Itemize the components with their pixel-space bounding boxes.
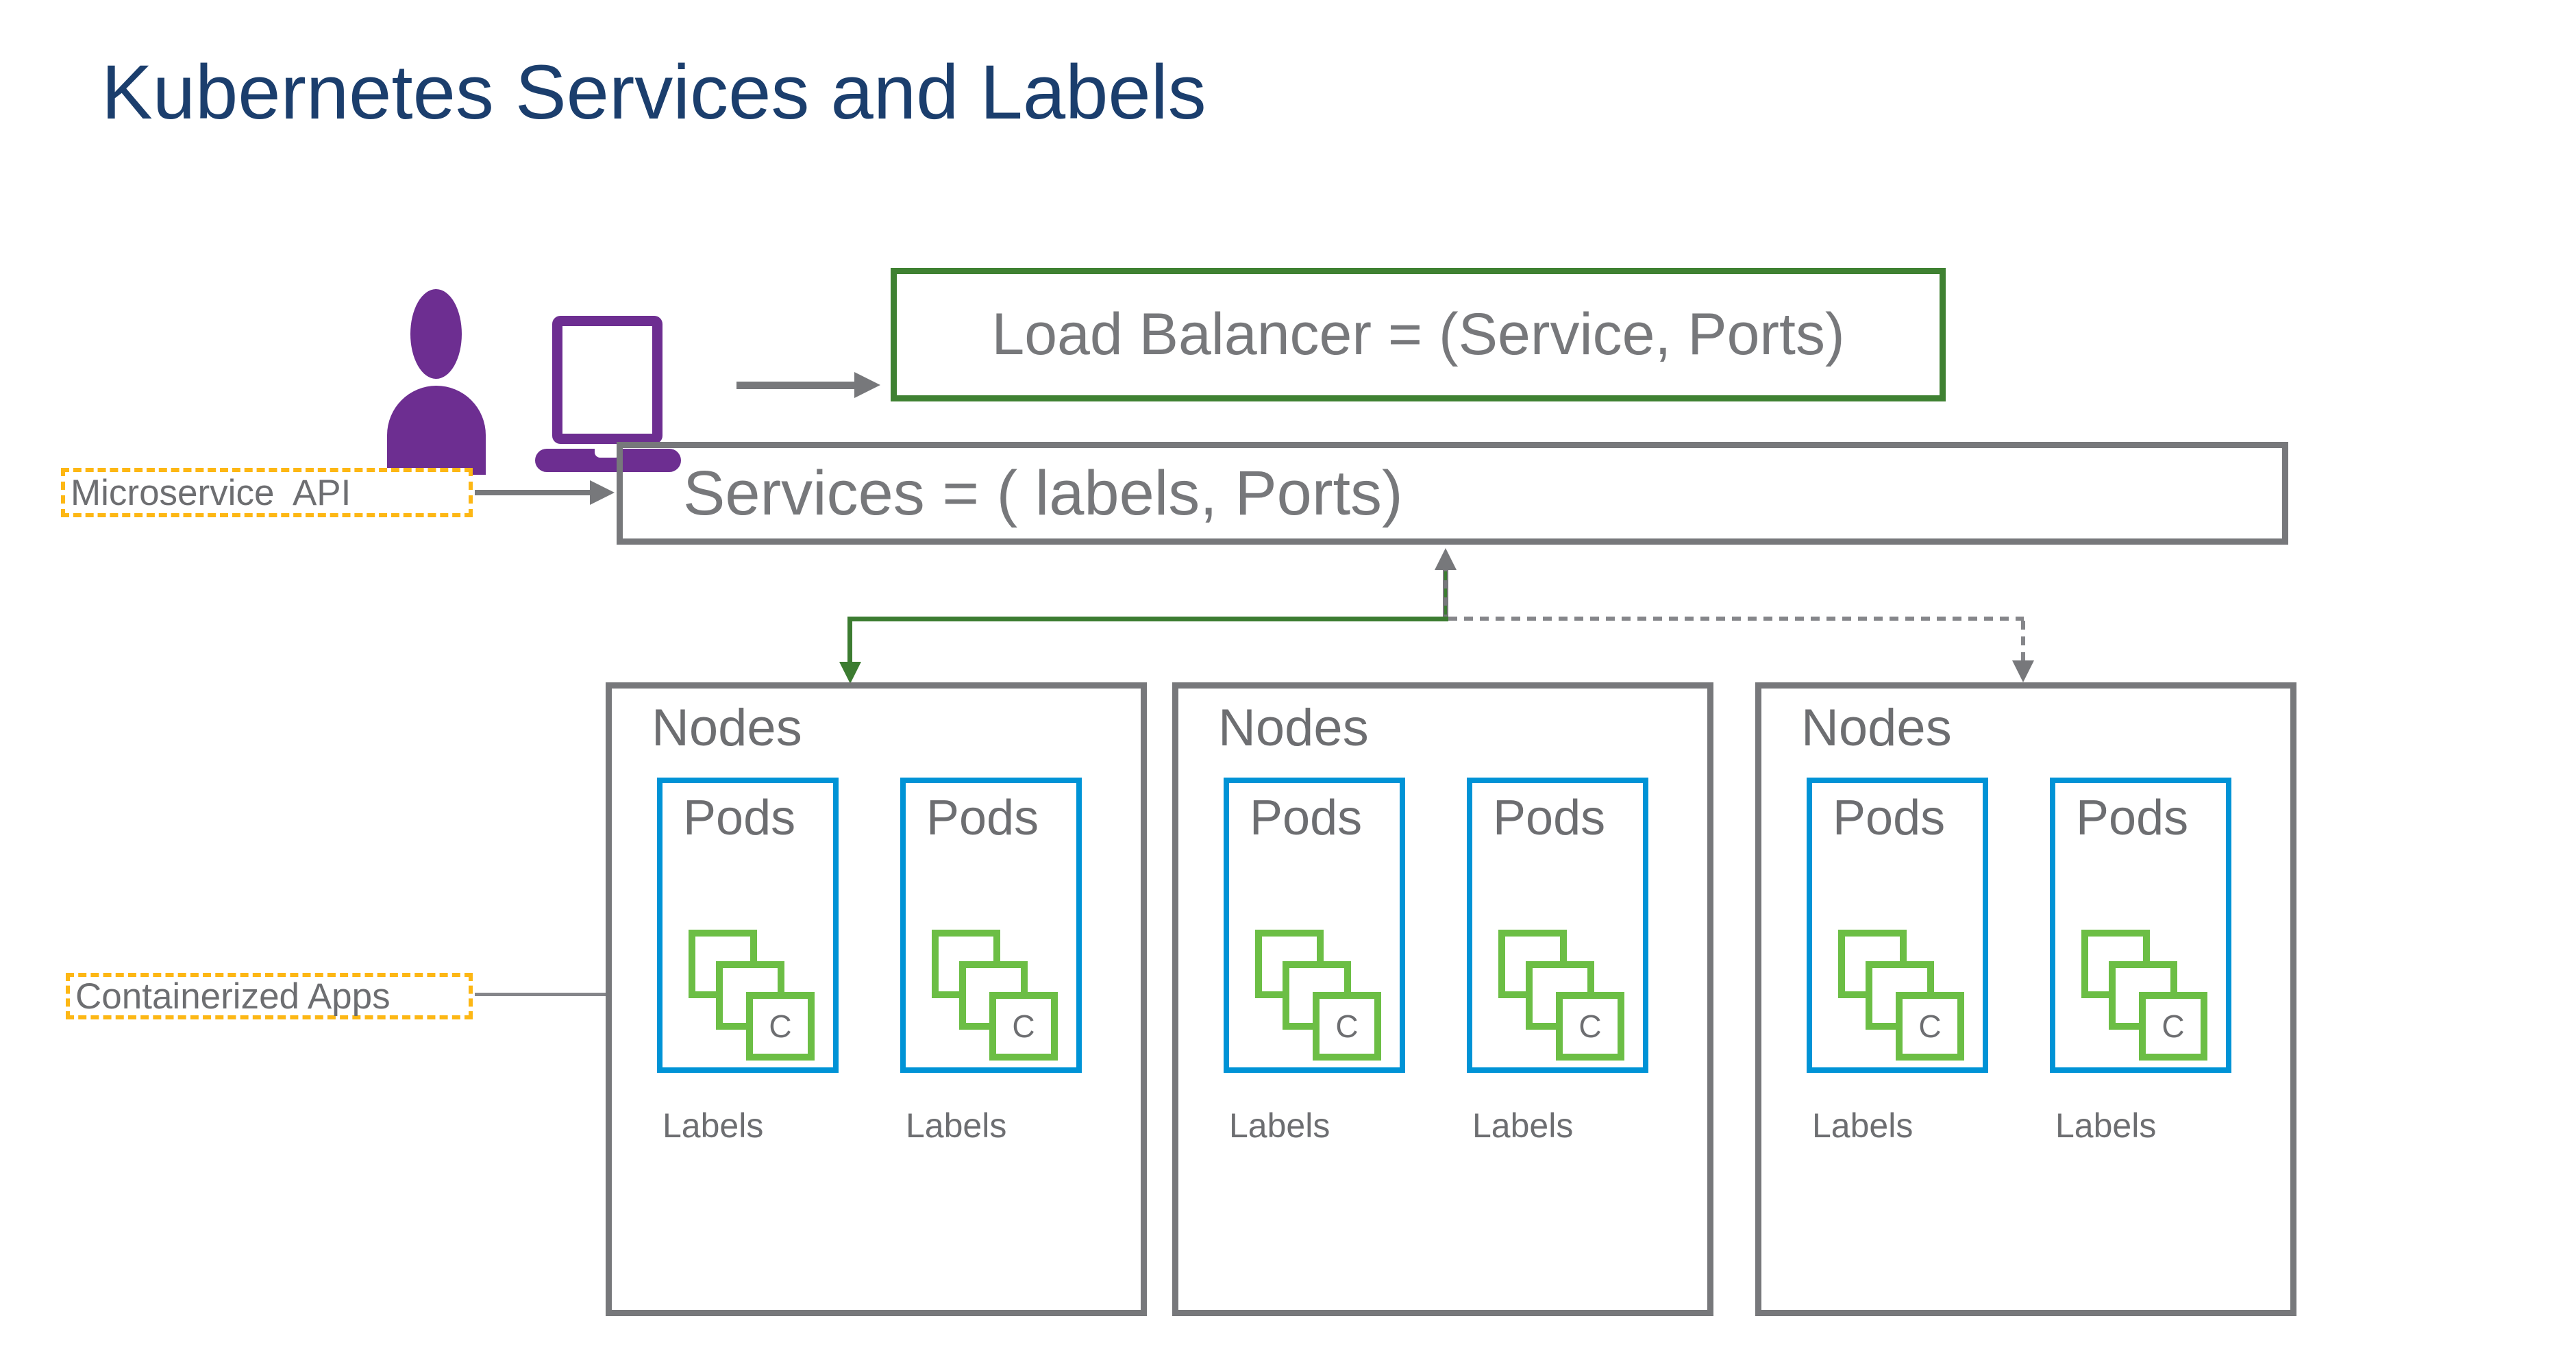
arrow-nodes-to-services-green-dash bbox=[1444, 571, 1447, 620]
arrowhead-green-to-node1 bbox=[839, 662, 861, 684]
pods-box: Pods C bbox=[1807, 778, 1988, 1073]
pod-labels-text: Labels bbox=[1812, 1106, 1914, 1145]
containerized-apps-label: Containerized Apps bbox=[75, 976, 391, 1017]
container-letter: C bbox=[2162, 1008, 2185, 1044]
pods-box: Pods C bbox=[900, 778, 1082, 1073]
laptop-icon bbox=[552, 316, 662, 444]
container-letter: C bbox=[1335, 1008, 1359, 1044]
pods-title: Pods bbox=[683, 791, 796, 845]
user-icon-body bbox=[387, 386, 486, 475]
load-balancer-box: Load Balancer = (Service, Ports) bbox=[891, 268, 1946, 401]
container-icon-front: C bbox=[2139, 992, 2207, 1061]
microservice-api-label: Microservice API bbox=[71, 472, 351, 513]
container-letter: C bbox=[1012, 1008, 1035, 1044]
load-balancer-label: Load Balancer = (Service, Ports) bbox=[991, 301, 1845, 367]
pod-labels-text: Labels bbox=[2055, 1106, 2157, 1145]
pods-title: Pods bbox=[2076, 791, 2189, 845]
dashed-connector-vertical bbox=[2021, 621, 2025, 660]
arrow-microservice-to-services bbox=[475, 490, 590, 495]
arrowhead-microservice-to-services bbox=[590, 480, 615, 505]
pod-labels-text: Labels bbox=[906, 1106, 1007, 1145]
green-connector-horizontal bbox=[847, 617, 1448, 621]
container-letter: C bbox=[1918, 1008, 1942, 1044]
pods-box: Pods C bbox=[657, 778, 839, 1073]
pods-title: Pods bbox=[1833, 791, 1946, 845]
services-box: Services = ( labels, Ports) bbox=[617, 442, 2288, 545]
node-box-1: Nodes Pods C Labels Pods C Labels bbox=[606, 682, 1147, 1316]
node-title: Nodes bbox=[652, 699, 802, 757]
dashed-connector-horizontal bbox=[1448, 617, 2024, 621]
container-icon-front: C bbox=[989, 992, 1058, 1061]
pods-title: Pods bbox=[1250, 791, 1363, 845]
container-letter: C bbox=[769, 1008, 792, 1044]
pods-box: Pods C bbox=[1467, 778, 1648, 1073]
pod-labels-text: Labels bbox=[1472, 1106, 1574, 1145]
container-icon-front: C bbox=[746, 992, 815, 1061]
pod-labels-text: Labels bbox=[1229, 1106, 1330, 1145]
pod-labels-text: Labels bbox=[662, 1106, 764, 1145]
container-icon-front: C bbox=[1313, 992, 1381, 1061]
pods-title: Pods bbox=[1493, 791, 1606, 845]
container-icon-front: C bbox=[1556, 992, 1624, 1061]
pods-box: Pods C bbox=[1224, 778, 1405, 1073]
node-title: Nodes bbox=[1218, 699, 1369, 757]
containerized-apps-tag: Containerized Apps bbox=[66, 973, 473, 1019]
user-icon bbox=[410, 289, 462, 379]
laptop-icon-notch bbox=[595, 449, 621, 458]
container-letter: C bbox=[1578, 1008, 1602, 1044]
node-box-3: Nodes Pods C Labels Pods C Labels bbox=[1755, 682, 2296, 1316]
page-title: Kubernetes Services and Labels bbox=[101, 49, 1206, 135]
node-title: Nodes bbox=[1801, 699, 1952, 757]
green-connector-vertical bbox=[847, 617, 852, 666]
pods-title: Pods bbox=[926, 791, 1039, 845]
microservice-api-tag: Microservice API bbox=[61, 468, 473, 517]
arrowhead-up-to-services bbox=[1435, 548, 1457, 570]
arrowhead-user-to-loadbalancer bbox=[854, 372, 880, 398]
arrowhead-dashed-to-node3 bbox=[2012, 660, 2034, 682]
container-icon-front: C bbox=[1896, 992, 1964, 1061]
pods-box: Pods C bbox=[2050, 778, 2231, 1073]
arrow-user-to-loadbalancer bbox=[736, 382, 854, 389]
node-box-2: Nodes Pods C Labels Pods C Labels bbox=[1172, 682, 1713, 1316]
services-label: Services = ( labels, Ports) bbox=[683, 458, 1403, 528]
